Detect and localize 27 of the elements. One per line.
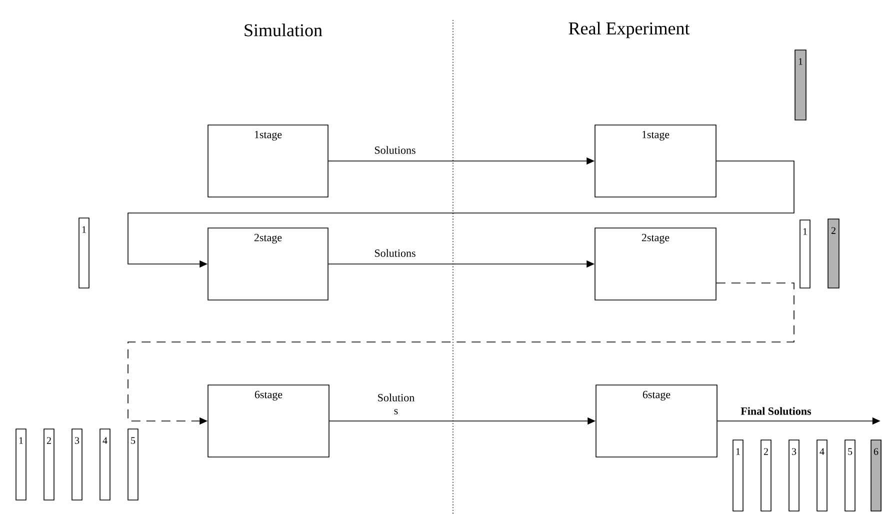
solution-bar: 3 [788,440,800,512]
edge-label: Final Solutions [740,406,812,416]
solution-bar: 1 [732,440,744,512]
stage-box: 6stage [208,384,330,458]
solution-bar: 4 [100,428,110,500]
solution-bar: 1 [78,218,90,288]
stage-box: 2stage [208,228,328,300]
solution-bar: 5 [844,440,856,512]
solution-bar: 1 [16,428,26,500]
solution-bar: 4 [816,440,828,512]
solution-bar: 3 [72,428,82,500]
edge-label: Solutions [373,145,417,155]
solution-bar: 2 [44,428,54,500]
solution-bar: 6 [870,440,882,512]
column-title: Simulation [244,24,322,36]
stage-box: 6stage [596,384,718,458]
solution-bar: 1 [794,50,806,120]
stage-box: 2stage [594,228,716,300]
solution-bar: 5 [128,428,138,500]
solution-bar: 1 [800,220,810,288]
edge-label: Solutions [373,248,417,258]
stage-box: 1stage [208,124,328,198]
column-title: Real Experiment [568,22,690,38]
solution-bar: 2 [828,218,840,288]
solution-bar: 2 [760,440,772,512]
stage-box: 1stage [594,124,716,198]
edge-label: Solution s [375,392,417,416]
